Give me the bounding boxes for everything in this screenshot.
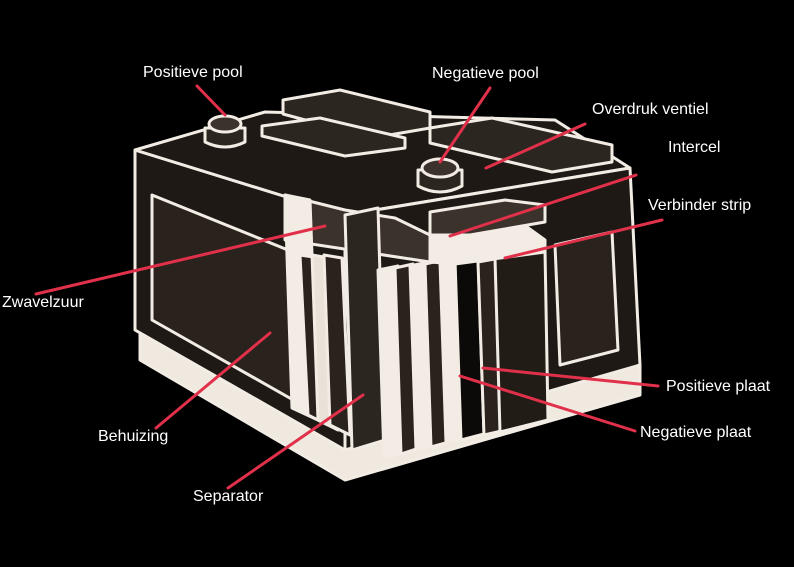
label-positive-plate: Positieve plaat bbox=[666, 378, 771, 395]
vent-cap-2 bbox=[428, 116, 614, 174]
leader-housing bbox=[154, 331, 272, 430]
label-pressure-valve: Overdruk ventiel bbox=[592, 101, 709, 118]
lid-strip bbox=[260, 116, 407, 158]
label-sulfuric-acid: Zwavelzuur bbox=[2, 294, 84, 311]
intercell-block bbox=[428, 198, 547, 237]
label-connector-strip: Verbinder strip bbox=[648, 197, 752, 214]
negative-terminal-top bbox=[420, 157, 460, 179]
leader-intercell bbox=[448, 173, 638, 238]
leader-negative-plate bbox=[458, 374, 637, 433]
label-positive-terminal: Positieve pool bbox=[143, 64, 243, 81]
label-negative-terminal: Negatieve pool bbox=[432, 65, 539, 82]
label-intercell: Intercel bbox=[668, 139, 721, 156]
leader-connector-strip bbox=[503, 218, 664, 260]
label-negative-plate: Negatieve plaat bbox=[640, 424, 752, 441]
label-housing: Behuizing bbox=[98, 428, 169, 445]
separator-sheet-4 bbox=[322, 253, 352, 437]
leader-pressure-valve bbox=[484, 122, 587, 170]
label-separator: Separator bbox=[193, 488, 264, 505]
positive-terminal-shape bbox=[203, 126, 247, 149]
leader-separator bbox=[226, 393, 365, 490]
plate-block bbox=[493, 248, 550, 434]
right-panel bbox=[553, 230, 620, 367]
positive-terminal-top bbox=[207, 114, 243, 134]
leader-positive-terminal bbox=[195, 84, 227, 117]
leader-sulfuric-acid bbox=[34, 224, 327, 296]
leader-negative-terminal bbox=[438, 86, 492, 164]
leader-positive-plate bbox=[481, 366, 660, 388]
